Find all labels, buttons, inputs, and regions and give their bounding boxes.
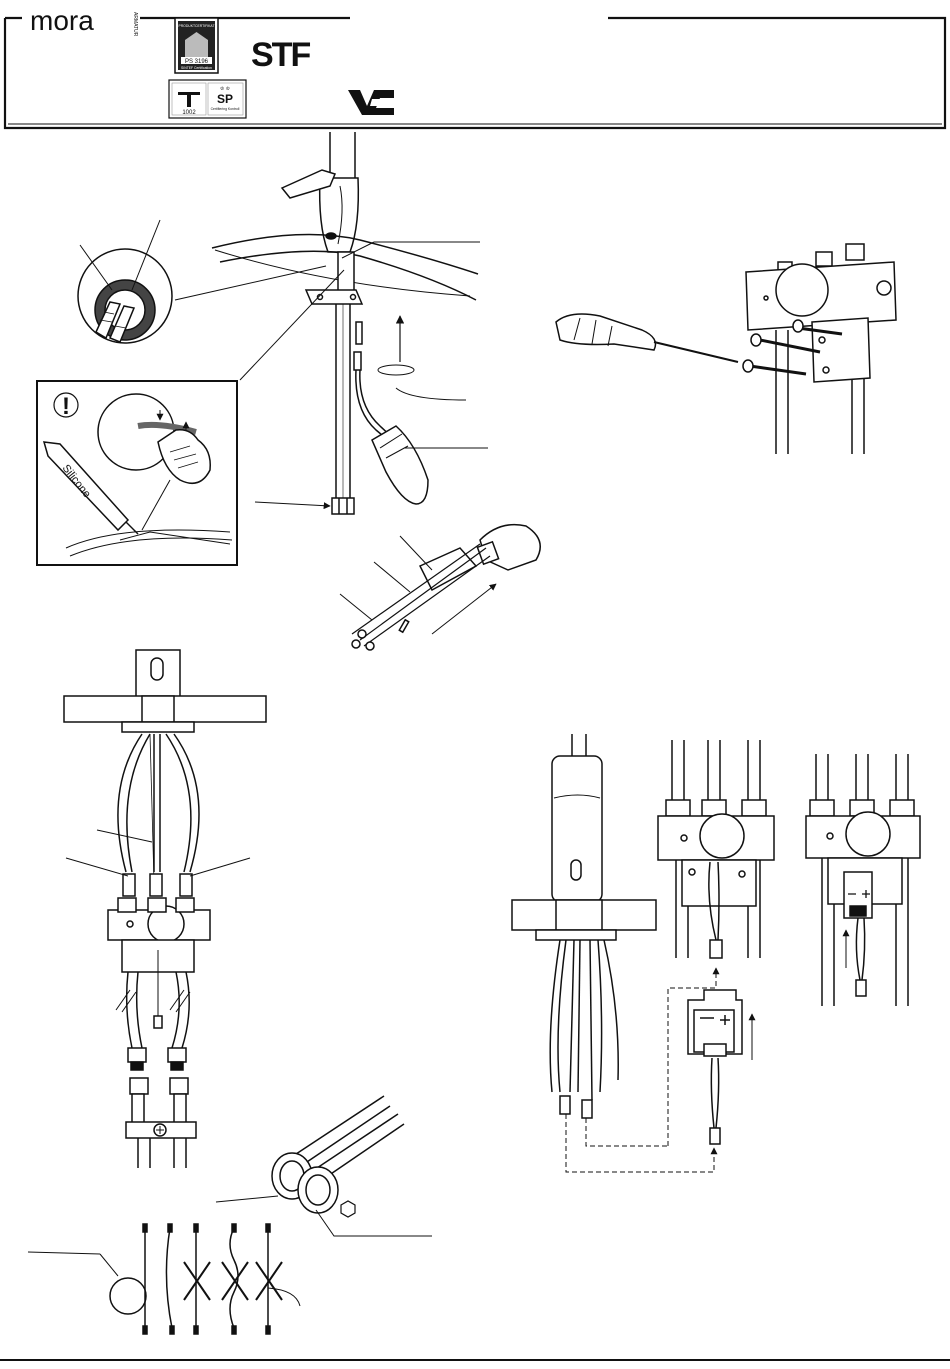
mora-logo: mora ARMATUR	[30, 5, 138, 37]
cert-badge-code: PS 3196	[185, 59, 209, 65]
figure-hose-bend-rules	[28, 1224, 300, 1334]
sintef-cert-badge: PRODUKTCERTIFIKAT PS 3196 SINTEF Certifi…	[175, 18, 218, 73]
figure-hose-nut-detail	[216, 1096, 432, 1236]
sp-badge-subtext: Certifiering Kontroll	[211, 107, 240, 111]
figure-hose-connection	[64, 650, 266, 1168]
brand-name: mora	[30, 5, 94, 36]
detail-hose-end-circle	[78, 220, 172, 343]
cert-badge-top-text: PRODUKTCERTIFIKAT	[178, 24, 214, 28]
brand-subtitle: ARMATUR	[132, 12, 138, 37]
header-frame	[5, 18, 945, 128]
sp-cert-badge: 1002 ♔ ♔ SP Certifiering Kontroll	[169, 80, 246, 118]
warning-symbol: !	[62, 393, 70, 420]
figure-hose-insertion	[340, 525, 540, 650]
figure-wall-mount	[556, 244, 896, 454]
figure-electrical-connection	[512, 734, 920, 1172]
sp-badge-label: SP	[217, 92, 233, 106]
sp-badge-number: 1002	[182, 110, 196, 116]
va-mark	[348, 90, 394, 115]
hexagon-icon	[341, 1201, 355, 1217]
stf-mark: STF	[251, 36, 310, 74]
stf-mark-text: STF	[251, 36, 310, 74]
cert-badge-bottom-text: SINTEF Certification	[181, 66, 212, 70]
